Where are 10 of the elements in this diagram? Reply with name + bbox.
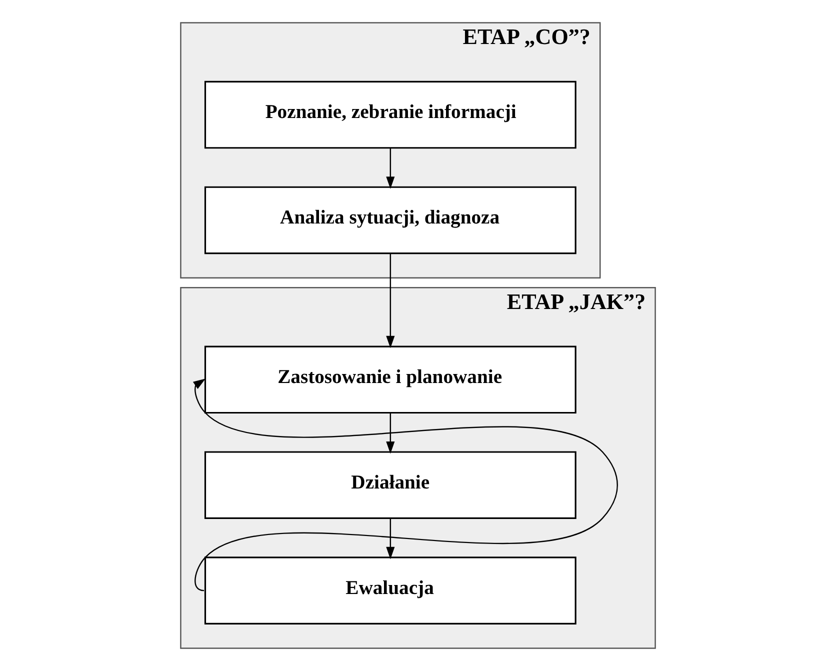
node-box: Działanie bbox=[204, 451, 576, 520]
node-box: Ewaluacja bbox=[204, 556, 576, 624]
node-box: Analiza sytuacji, diagnoza bbox=[204, 186, 576, 254]
arrow bbox=[386, 518, 394, 560]
node-box: Zastosowanie i planowanie bbox=[204, 346, 576, 414]
arrow bbox=[386, 148, 394, 189]
arrow bbox=[192, 378, 618, 592]
arrow bbox=[386, 412, 394, 454]
arrow bbox=[386, 254, 394, 348]
node-box: Poznanie, zebranie informacji bbox=[204, 80, 576, 149]
